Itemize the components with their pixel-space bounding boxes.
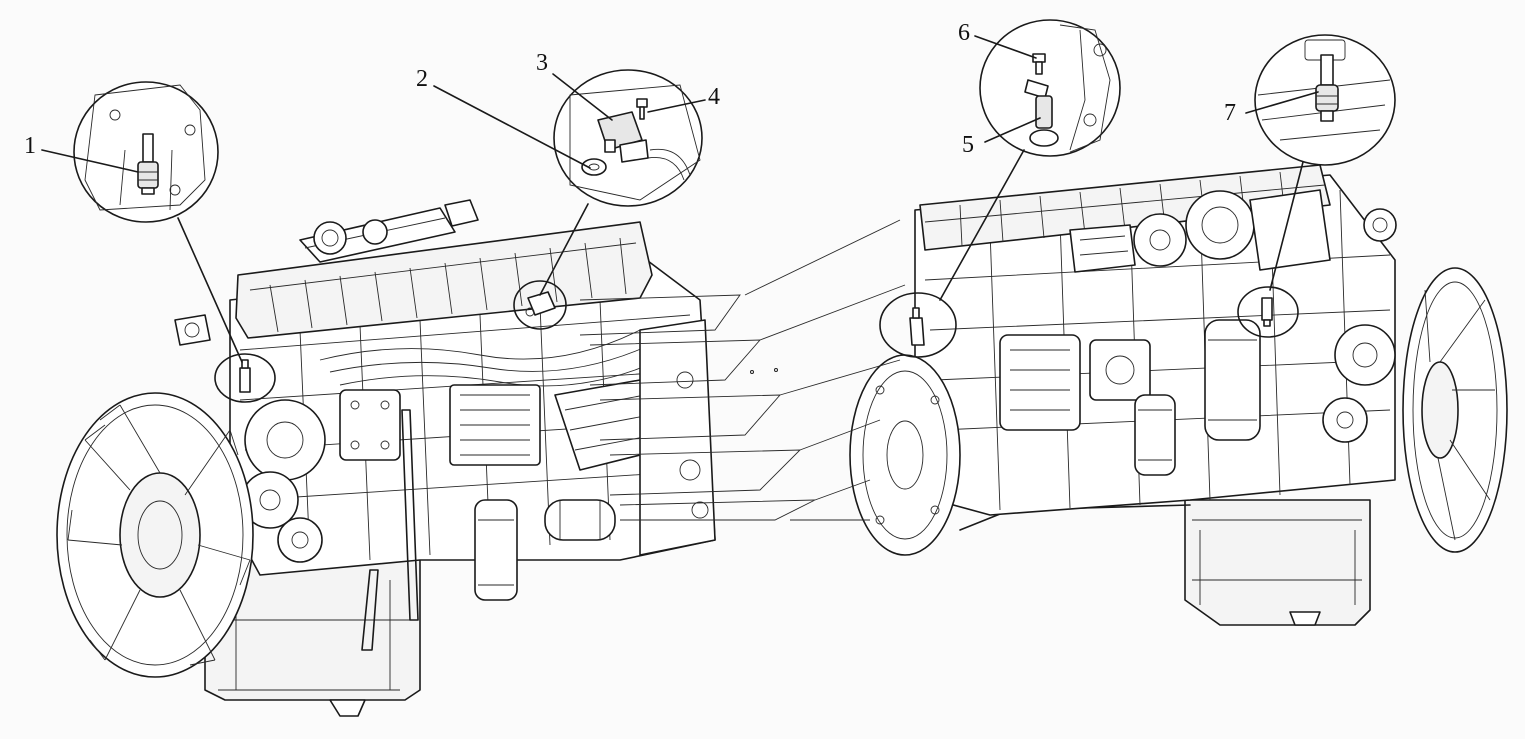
leader-line-2-engine <box>539 203 589 296</box>
detail-bubble-2 <box>553 69 703 207</box>
right-front-pulleys <box>1322 324 1396 443</box>
callout-4: 4 <box>708 84 720 110</box>
callout-7: 7 <box>1224 100 1236 126</box>
left-oil-filter <box>474 499 518 601</box>
right-valve-cover <box>919 164 1331 251</box>
left-oil-pan <box>204 539 421 717</box>
left-front-pulleys <box>241 399 326 563</box>
bolt-icon <box>636 98 648 120</box>
leader-2 <box>433 85 591 169</box>
right-oil-pan <box>959 499 1371 626</box>
callout-numbers: 1 2 3 4 5 6 7 <box>24 20 1236 159</box>
fan-icon <box>56 392 254 678</box>
flywheel-icon <box>849 354 961 556</box>
fan-icon <box>1402 267 1508 553</box>
right-engine <box>849 164 1508 626</box>
right-sensor-spot-5-6 <box>879 292 957 358</box>
leader-4 <box>647 99 706 113</box>
seal-ring-icon <box>581 158 607 176</box>
bolt-icon <box>1032 53 1046 75</box>
left-intake-parts <box>174 199 479 346</box>
callout-leaders <box>41 35 1319 173</box>
left-engine <box>56 199 716 717</box>
leader-line-7-engine <box>1269 161 1304 291</box>
left-starter <box>544 499 616 541</box>
left-fuel-system <box>319 329 661 471</box>
left-dipstick <box>361 409 419 651</box>
leader-line-5-engine <box>939 149 1025 301</box>
sensor-icon <box>597 111 649 163</box>
leader-7 <box>1245 91 1319 114</box>
right-cylinder-filter <box>1204 319 1261 441</box>
detail-bubble-7 <box>1254 34 1396 166</box>
callout-1: 1 <box>24 133 36 159</box>
detail-bubble-5-6 <box>979 19 1121 157</box>
sensor-icon <box>1315 54 1339 122</box>
left-sensor-spot-1 <box>214 353 276 403</box>
callout-2: 2 <box>416 66 428 92</box>
leader-5 <box>984 117 1041 143</box>
leader-6 <box>974 35 1037 59</box>
right-turbo <box>1069 189 1397 273</box>
callout-3: 3 <box>536 50 548 76</box>
right-compressor <box>999 334 1151 431</box>
leader-3 <box>552 73 613 121</box>
leader-line-1-engine <box>177 217 243 363</box>
sensor-icon <box>1024 79 1059 147</box>
callout-6: 6 <box>958 20 970 46</box>
sensor-icon <box>137 133 159 195</box>
oil-filter-icon <box>1134 394 1176 476</box>
engine-connector-lines <box>579 219 906 521</box>
leader-1 <box>41 149 139 173</box>
detail-bubble-1 <box>73 81 219 223</box>
callout-5: 5 <box>962 132 974 158</box>
right-sensor-spot-7 <box>1237 286 1299 338</box>
